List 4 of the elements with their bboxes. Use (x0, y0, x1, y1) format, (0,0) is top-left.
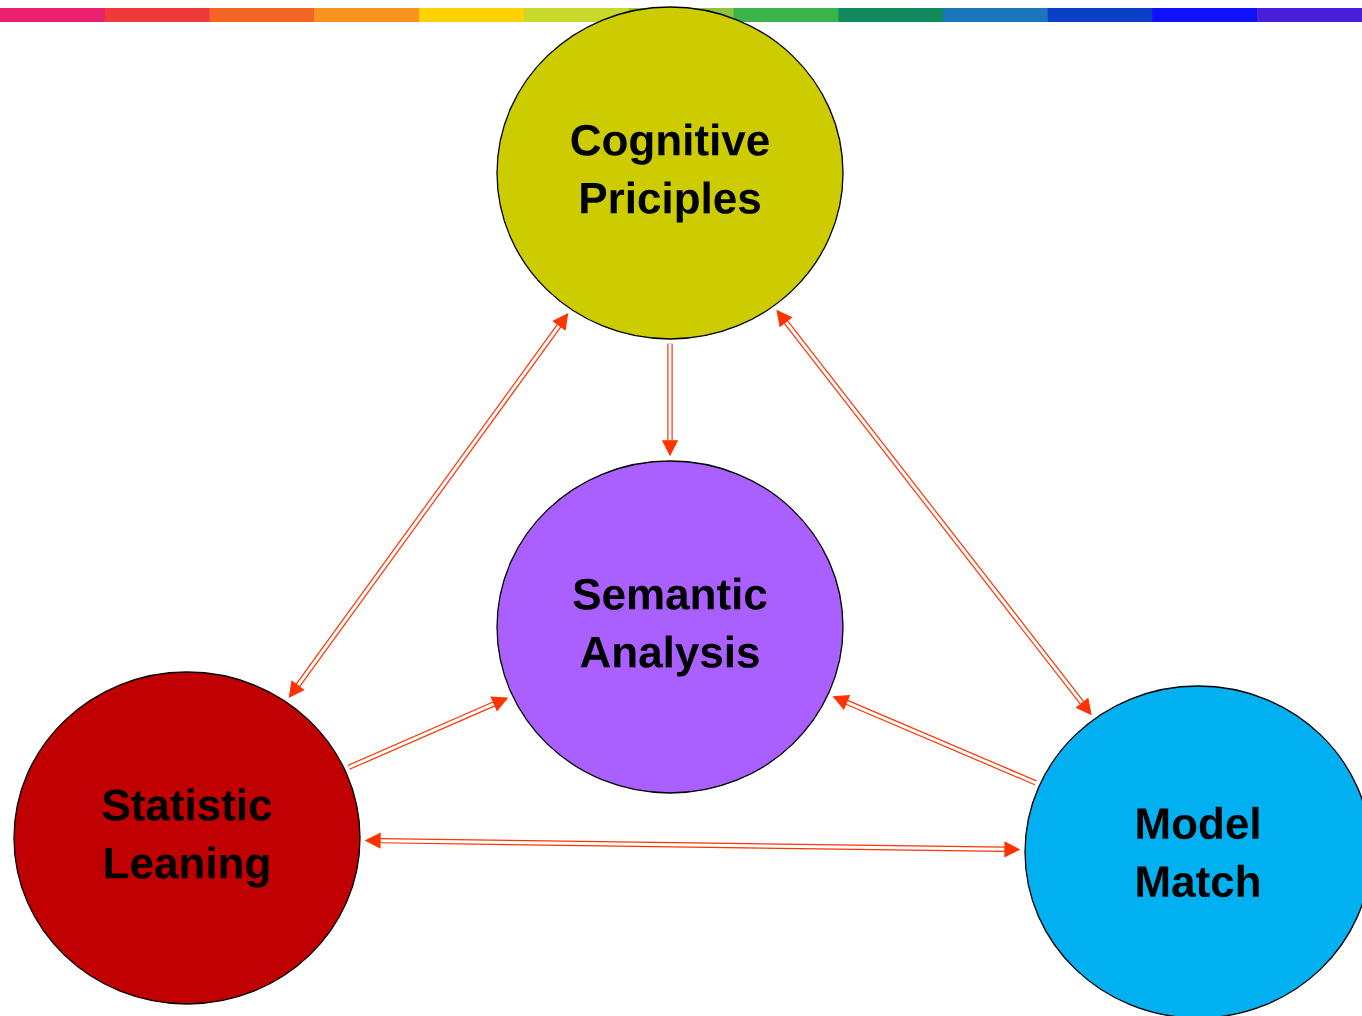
circle-node: Cognitive Priciples (496, 6, 844, 340)
circle-node: Statistic Leaning (13, 671, 361, 1005)
circle-node: Model Match (1024, 685, 1362, 1016)
circle-node: Semantic Analysis (496, 460, 844, 794)
